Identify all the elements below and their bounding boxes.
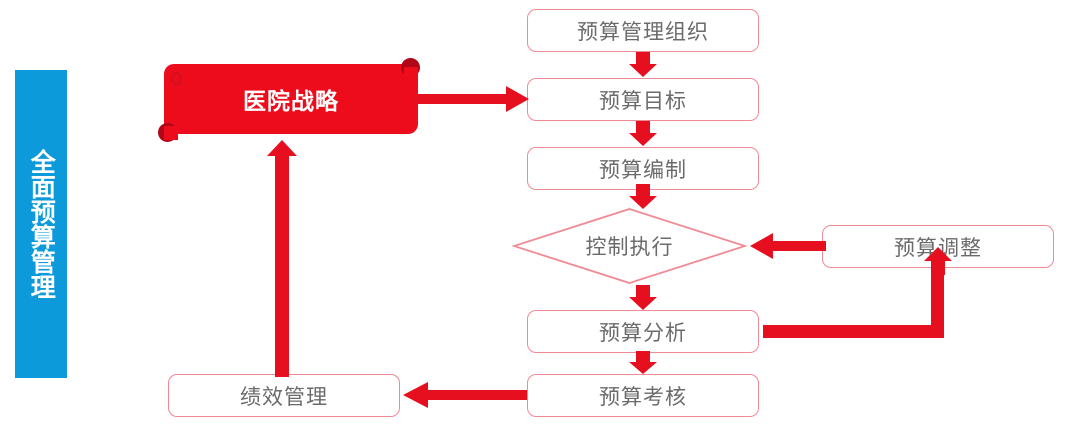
node-performance-mgmt[interactable]: 绩效管理	[168, 374, 400, 417]
connector-analysis-up	[931, 270, 944, 338]
connector-analysis-right	[763, 325, 944, 338]
diamond-shape-icon	[512, 208, 747, 284]
arrow-org-to-goal	[629, 52, 657, 77]
node-budget-prep-label: 预算编制	[599, 157, 687, 182]
arrow-control-to-analysis	[629, 285, 657, 310]
node-budget-goal-label: 预算目标	[599, 88, 687, 113]
node-control-execution-label: 控制执行	[585, 235, 674, 259]
side-banner: 全面预算管理	[15, 70, 67, 378]
arrow-performance-to-strategy	[267, 140, 297, 170]
node-budget-assessment-label: 预算考核	[599, 384, 687, 409]
node-budget-analysis-label: 预算分析	[599, 320, 687, 345]
node-control-execution[interactable]: 控制执行	[512, 207, 747, 285]
arrow-prep-to-control	[629, 184, 657, 209]
node-hospital-strategy-label: 医院战略	[243, 89, 339, 115]
node-hospital-strategy[interactable]: 医院战略	[158, 58, 420, 142]
arrow-strategy-to-goal	[414, 86, 529, 112]
ribbon-body	[164, 64, 418, 134]
arrow-goal-to-prep	[629, 121, 657, 146]
node-budget-org[interactable]: 预算管理组织	[527, 9, 759, 52]
arrow-assessment-to-performance	[403, 382, 527, 408]
node-budget-org-label: 预算管理组织	[577, 19, 709, 44]
ribbon-ring-top-left-icon	[171, 72, 182, 85]
ribbon-notch-top-right	[404, 67, 418, 81]
node-budget-goal[interactable]: 预算目标	[527, 78, 759, 121]
arrow-adjust-to-control	[750, 233, 826, 259]
arrow-analysis-to-adjust	[924, 247, 952, 275]
node-performance-mgmt-label: 绩效管理	[240, 384, 328, 409]
ribbon-notch-bottom-left	[164, 126, 178, 140]
node-budget-assessment[interactable]: 预算考核	[527, 374, 759, 417]
side-banner-label: 全面预算管理	[27, 149, 57, 299]
node-budget-prep[interactable]: 预算编制	[527, 147, 759, 190]
node-budget-analysis[interactable]: 预算分析	[527, 310, 759, 353]
connector-performance-up	[275, 165, 289, 377]
arrow-analysis-to-assessment	[629, 351, 657, 374]
